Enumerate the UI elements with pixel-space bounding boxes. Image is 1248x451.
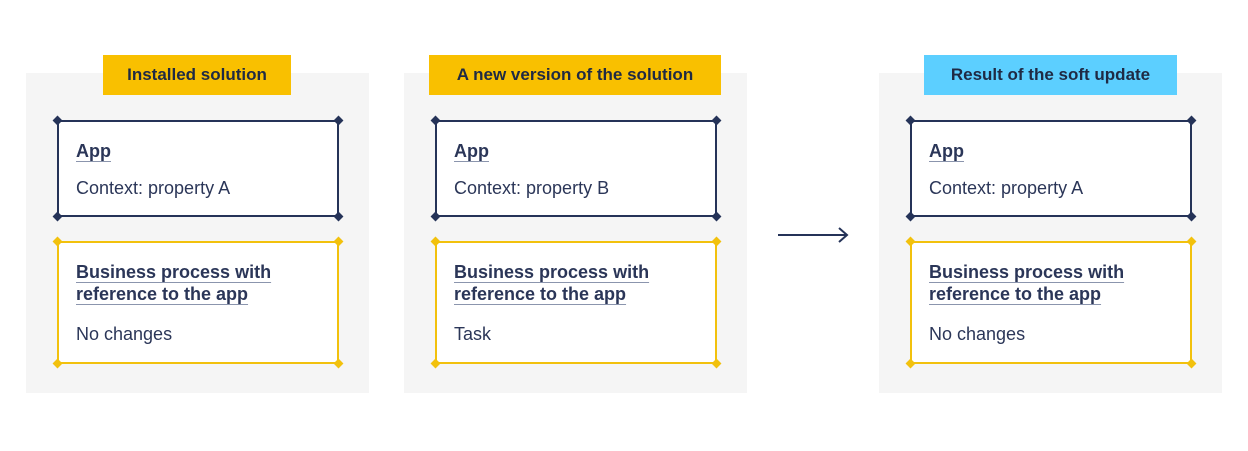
business-process-status: No changes: [929, 324, 1026, 344]
app-context: Context: property B: [454, 178, 610, 198]
app-context: Context: property A: [76, 178, 231, 198]
corner-marker: [333, 211, 344, 222]
corner-marker: [1186, 236, 1197, 247]
corner-marker: [905, 358, 916, 369]
panel-title: Result of the soft update: [924, 55, 1177, 95]
corner-marker: [1186, 115, 1197, 126]
panel-new-version: A new version of the solution App Contex…: [404, 55, 747, 393]
panel-installed-solution: Installed solution App Context: property…: [26, 55, 369, 393]
corner-marker: [333, 358, 344, 369]
corner-marker: [52, 236, 63, 247]
app-title: App: [454, 141, 489, 161]
corner-marker: [333, 236, 344, 247]
corner-marker: [333, 115, 344, 126]
corner-marker: [430, 236, 441, 247]
panel-soft-update-result: Result of the soft update App Context: p…: [879, 55, 1222, 393]
corner-marker: [430, 358, 441, 369]
panel-title: Installed solution: [103, 55, 291, 95]
corner-marker: [905, 236, 916, 247]
corner-marker: [1186, 211, 1197, 222]
corner-marker: [430, 115, 441, 126]
corner-marker: [52, 358, 63, 369]
corner-marker: [711, 358, 722, 369]
app-context: Context: property A: [929, 178, 1084, 198]
right-arrow-icon: [778, 227, 849, 243]
corner-marker: [711, 211, 722, 222]
corner-marker: [905, 115, 916, 126]
app-title: App: [929, 141, 964, 161]
corner-marker: [52, 211, 63, 222]
corner-marker: [52, 115, 63, 126]
app-box: App Context: property A: [905, 115, 1197, 222]
corner-marker: [711, 115, 722, 126]
app-box: App Context: property B: [430, 115, 722, 222]
business-process-status: No changes: [76, 324, 173, 344]
app-box: App Context: property A: [52, 115, 344, 222]
business-process-status: Task: [454, 324, 492, 344]
corner-marker: [905, 211, 916, 222]
panel-title: A new version of the solution: [429, 55, 721, 95]
corner-marker: [430, 211, 441, 222]
corner-marker: [711, 236, 722, 247]
corner-marker: [1186, 358, 1197, 369]
app-title: App: [76, 141, 111, 161]
